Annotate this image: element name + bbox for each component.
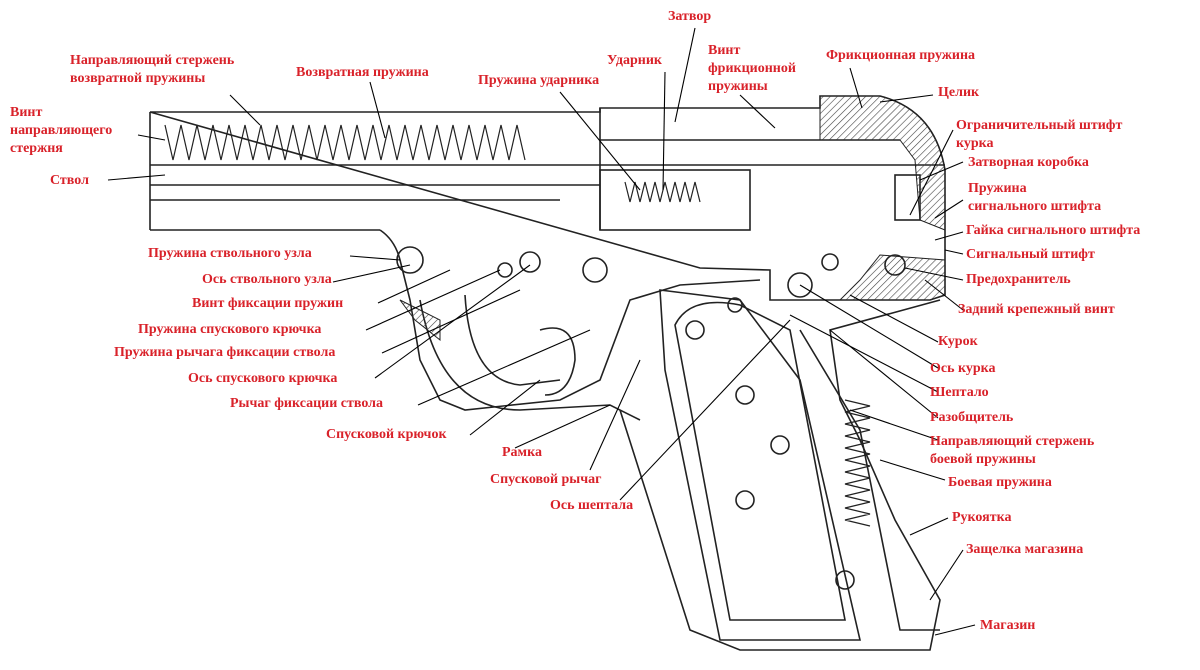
label-vint-napr-3: стержня — [10, 141, 63, 156]
label-rychag-fiks: Рычаг фиксации ствола — [230, 396, 384, 411]
label-vint-frik-1: Винт — [708, 43, 741, 58]
slide-hatching — [399, 95, 946, 342]
label-signalny-shtift: Сигнальный штифт — [966, 247, 1095, 262]
label-frik-pruzhina: Фрикционная пружина — [826, 48, 976, 63]
label-udarnik: Ударник — [607, 53, 662, 68]
label-vint-fiks: Винт фиксации пружин — [192, 296, 344, 311]
label-os-sheptala: Ось шептала — [550, 498, 634, 513]
label-spuskovoy-kryuchok: Спусковой крючок — [326, 427, 447, 442]
label-zatvor: Затвор — [668, 9, 712, 24]
label-boevaya: Боевая пружина — [948, 475, 1052, 490]
label-vint-napr-1: Винт — [10, 105, 43, 120]
label-pruzhina-udarnika: Пружина ударника — [478, 73, 600, 88]
springs — [164, 124, 871, 527]
label-rukoyatka: Рукоятка — [952, 510, 1012, 525]
label-spuskovoy-rychag: Спусковой рычаг — [490, 472, 602, 487]
label-vint-frik-2: фрикционной — [708, 61, 796, 76]
label-zashchelka: Защелка магазина — [966, 542, 1084, 557]
pistol-outline — [149, 95, 946, 651]
label-ogr-shtift-2: курка — [956, 136, 994, 151]
label-vint-napr-2: направляющего — [10, 123, 113, 138]
label-gaika-sign: Гайка сигнального штифта — [966, 223, 1141, 238]
label-napravl-sterzhen-2: возвратной пружины — [70, 71, 206, 86]
label-predohranitel: Предохранитель — [966, 272, 1071, 287]
label-os-stv-uzla: Ось ствольного узла — [202, 272, 332, 287]
label-os-kurka: Ось курка — [930, 361, 996, 376]
leader-lines — [107, 27, 976, 636]
label-napr-boevoy-2: боевой пружины — [930, 452, 1036, 467]
label-kurok: Курок — [938, 334, 978, 349]
label-zatvornaya-korobka: Затворная коробка — [968, 155, 1089, 170]
label-pruzhina-spusk-kr: Пружина спускового крючка — [138, 322, 322, 337]
label-napravl-sterzhen-1: Направляющий стержень — [70, 53, 235, 68]
label-pruzhina-sign-1: Пружина — [968, 181, 1027, 196]
label-magazin: Магазин — [980, 618, 1036, 633]
label-pruzhina-stv-uzla: Пружина ствольного узла — [148, 246, 312, 261]
label-tselik: Целик — [938, 85, 980, 100]
label-pruzhina-sign-2: сигнального штифта — [968, 199, 1102, 214]
label-napr-boevoy-1: Направляющий стержень — [930, 434, 1095, 449]
label-stvol: Ствол — [50, 173, 89, 188]
label-vint-frik-3: пружины — [708, 79, 768, 94]
label-ogr-shtift-1: Ограничительный штифт — [956, 118, 1123, 133]
label-os-spusk-kr: Ось спускового крючка — [188, 371, 338, 386]
label-sheptalo: Шептало — [930, 385, 989, 400]
label-zadniy-vint: Задний крепежный винт — [958, 302, 1115, 317]
label-vozvratnaya: Возвратная пружина — [296, 65, 429, 80]
label-ramka: Рамка — [502, 445, 542, 460]
label-razobshchitel: Разобщитель — [930, 410, 1014, 425]
label-pruzhina-rychaga: Пружина рычага фиксации ствола — [114, 345, 336, 360]
